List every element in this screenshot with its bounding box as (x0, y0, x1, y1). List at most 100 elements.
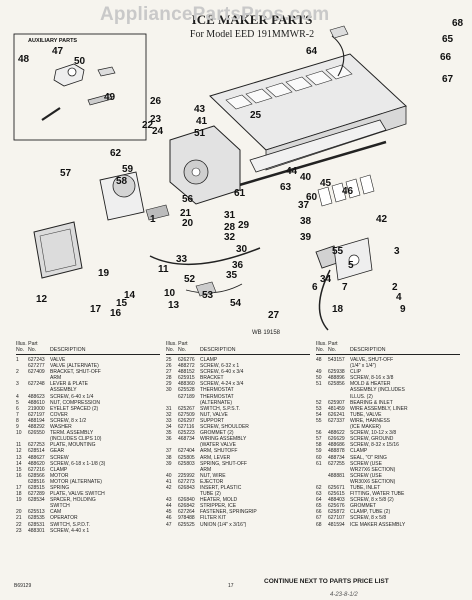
part-description: SCREW, 6-40 x 1/4 (50, 393, 94, 400)
callout: 3 (394, 246, 400, 257)
part-no: 468734 (178, 436, 195, 443)
part-description: WR27X6 SECTION) (350, 466, 396, 473)
part-description: EJECTOR (200, 478, 224, 485)
callout: 60 (306, 192, 318, 203)
illus-no: 33 (166, 417, 172, 424)
part-description: NUT, WIRE (200, 472, 226, 479)
callout: 1 (150, 214, 156, 225)
part-no: 488622 (328, 430, 345, 437)
part-description: (1/4" x 1/4") (350, 363, 377, 370)
part-description: SCREW, 4-24 x 3/4 (200, 381, 244, 388)
part-description: SCREW, 6-18 x 1-1/8 (3) (50, 460, 106, 467)
illus-no: 18 (16, 491, 22, 498)
callout: 62 (110, 148, 122, 159)
part-no: 488734 (328, 454, 345, 461)
illus-no: 36 (166, 436, 172, 443)
illus-no: 56 (316, 430, 322, 437)
part-description: PLATE, MOUNTING (50, 442, 96, 449)
part-description: WIRE ASSEMBLY, LINER (350, 405, 408, 412)
part-no: 625805 (178, 454, 195, 461)
callout: 12 (36, 294, 48, 305)
illus-no: 1 (16, 357, 19, 363)
illus-no: 10 (16, 430, 22, 437)
part-description: THERMOSTAT (200, 393, 234, 400)
auxiliary-parts-box (13, 33, 147, 141)
callout: 16 (110, 308, 122, 319)
part-description: SCREW (USE (350, 472, 382, 479)
illus-no: 22 (16, 521, 22, 528)
motor (112, 174, 136, 198)
union-drawing (97, 66, 116, 77)
part-description: SCREW, SHOULDER (200, 424, 249, 431)
part-description: STRIPPER, ICE (200, 503, 237, 510)
part-description: TUBE (2) (200, 491, 221, 498)
part-description: TUBE, INLET (350, 484, 381, 491)
illus-no: 64 (316, 497, 322, 504)
part-no: 488878 (328, 448, 345, 455)
illus-no: 60 (316, 454, 322, 461)
callout: 20 (182, 218, 194, 229)
illus-no: 47 (166, 521, 172, 528)
part-description: (ALTERNATE) (200, 399, 233, 406)
part-description: UNION (1/4" x 3/16") (200, 521, 247, 528)
illus-no: 40 (166, 472, 172, 479)
part-description: WIRING ASSEMBLY (200, 436, 247, 443)
table-row: ARM (16, 375, 160, 381)
part-no: 627509 (178, 411, 195, 418)
part-no: 628535 (28, 515, 45, 522)
illus-no: 21 (16, 515, 22, 522)
illus-no: 67 (316, 515, 322, 522)
illus-no: 7 (16, 411, 19, 418)
part-description: VALVE (ALTERNATE) (50, 363, 99, 370)
column-header: Illus. Part No.No.DESCRIPTION (166, 341, 310, 355)
illus-no: 29 (166, 381, 172, 388)
illus-no: 54 (316, 411, 322, 418)
auxiliary-parts-label: AUXILIARY PARTS (28, 38, 77, 44)
part-no: 628515 (28, 484, 45, 491)
callout: 56 (182, 194, 194, 205)
table-row: TUBE (2) (166, 491, 310, 497)
part-no: 627277 (28, 363, 45, 370)
illus-no: 68 (316, 521, 322, 528)
callout: 43 (194, 104, 206, 115)
part-description: SCREW, 6-40 x 3/4 (200, 369, 244, 376)
part-no: 481459 (328, 405, 345, 412)
part-description: ARM (50, 375, 62, 382)
part-no: 628531 (28, 521, 45, 528)
callout: 22 (142, 120, 154, 131)
part-description: FILTER KIT (200, 515, 227, 522)
callout: 7 (342, 282, 348, 293)
callout: 32 (224, 232, 236, 243)
illus-no: 26 (166, 363, 172, 370)
callout: 41 (196, 116, 208, 127)
ice-stripper (249, 119, 387, 173)
part-description: WASHER (50, 424, 72, 431)
part-description: CLAMP (50, 466, 68, 473)
callout: 47 (52, 46, 64, 57)
part-no: 488403 (328, 497, 345, 504)
part-no: 626843 (178, 484, 195, 491)
callout: 51 (194, 128, 206, 139)
part-description: WIRE, HARNESS (350, 417, 391, 424)
callout-labels: 48 47 50 49 68 65 64 66 67 26 22 24 25 2… (18, 18, 464, 321)
illus-no: 52 (316, 399, 322, 406)
callout: 44 (286, 166, 298, 177)
exploded-parts-diagram: AUXILIARY PARTS 48 47 50 49 68 65 64 (13, 18, 464, 336)
